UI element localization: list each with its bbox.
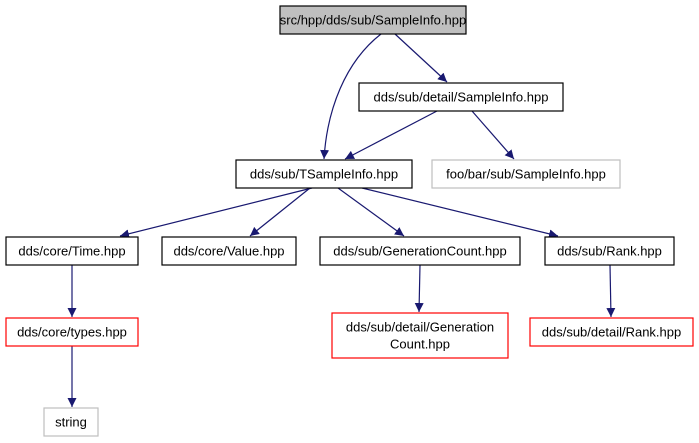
node-box: [235, 159, 413, 189]
node-rank[interactable]: dds/sub/Rank.hpp: [544, 236, 675, 266]
node-core-time[interactable]: dds/core/Time.hpp: [5, 236, 139, 266]
node-box: [43, 407, 99, 437]
node-label: dds/sub/TSampleInfo.hpp: [250, 167, 398, 182]
node-label: src/hpp/dds/sub/SampleInfo.hpp: [280, 13, 466, 28]
node-detail-sampleinfo[interactable]: dds/sub/detail/SampleInfo.hpp: [358, 82, 564, 112]
node-label: dds/sub/GenerationCount.hpp: [333, 244, 506, 259]
node-label: foo/bar/sub/SampleInfo.hpp: [446, 167, 606, 182]
node-label: dds/sub/Rank.hpp: [557, 244, 662, 259]
node-box: [279, 5, 467, 35]
node-generationcount[interactable]: dds/sub/GenerationCount.hpp: [319, 236, 521, 266]
node-core-value[interactable]: dds/core/Value.hpp: [161, 236, 297, 266]
node-label: dds/sub/detail/Rank.hpp: [542, 325, 681, 340]
node-box: [529, 317, 694, 347]
node-box: [5, 317, 139, 347]
node-detail-rank[interactable]: dds/sub/detail/Rank.hpp: [529, 317, 694, 347]
edge-tsampleinfo-to-core-value: [249, 187, 311, 237]
edge-rank-to-detail-rank: [606, 264, 616, 318]
node-label: string: [55, 415, 87, 430]
node-label: dds/core/Time.hpp: [18, 244, 125, 259]
node-label: dds/sub/detail/Generation: [346, 320, 494, 335]
node-box: [331, 312, 509, 359]
node-box: [161, 236, 297, 266]
node-label: Count.hpp: [390, 337, 450, 352]
edge-tsampleinfo-to-rank: [361, 187, 559, 239]
node-string[interactable]: string: [43, 407, 99, 437]
edge-detail-sampleinfo-to-tsampleinfo: [344, 110, 438, 160]
node-box: [319, 236, 521, 266]
node-box: [431, 159, 621, 189]
node-core-types[interactable]: dds/core/types.hpp: [5, 317, 139, 347]
edge-generationcount-to-detail-generationcount: [414, 264, 424, 313]
edge-tsampleinfo-to-generationcount: [337, 187, 405, 237]
edge-root-to-tsampleinfo: [320, 33, 382, 160]
node-foo-sampleinfo[interactable]: foo/bar/sub/SampleInfo.hpp: [431, 159, 621, 189]
edge-detail-sampleinfo-to-foo-sampleinfo: [471, 110, 515, 160]
node-box: [5, 236, 139, 266]
node-label: dds/core/types.hpp: [17, 325, 127, 340]
node-label: dds/sub/detail/SampleInfo.hpp: [374, 90, 549, 105]
node-label: dds/core/Value.hpp: [173, 244, 284, 259]
node-box: [358, 82, 564, 112]
node-detail-generationcount[interactable]: dds/sub/detail/GenerationCount.hpp: [331, 312, 509, 359]
node-root[interactable]: src/hpp/dds/sub/SampleInfo.hpp: [279, 5, 467, 35]
edge-root-to-detail-sampleinfo: [394, 33, 448, 83]
edge-tsampleinfo-to-core-time: [119, 187, 313, 239]
node-tsampleinfo[interactable]: dds/sub/TSampleInfo.hpp: [235, 159, 413, 189]
node-box: [544, 236, 675, 266]
